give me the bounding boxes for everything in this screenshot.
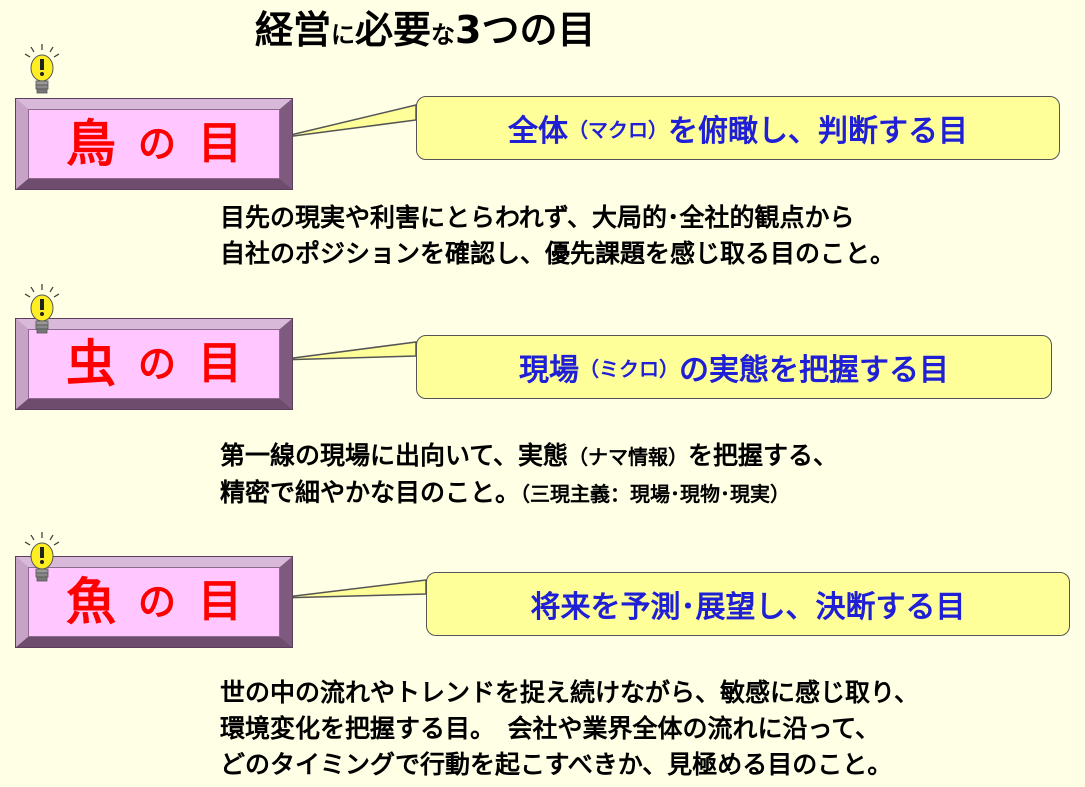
fish-description: 世の中の流れやトレンドを捉え続けながら、敏感に感じ取り、 環境変化を把握する目。… xyxy=(220,675,919,783)
insect-callout: 現場（ミクロ）の実態を把握する目 xyxy=(416,335,1052,399)
bird-kanji: 鳥 xyxy=(65,115,116,173)
insect-desc-1a: 第一線の現場に出向いて、実態 xyxy=(220,441,569,470)
bird-description: 目先の現実や利害にとらわれず、大局的･全社的観点から 自社のポジションを確認し、… xyxy=(220,200,895,272)
title-part-2: に xyxy=(331,21,356,49)
fish-desc-line-1: 世の中の流れやトレンドを捉え続けながら、敏感に感じ取り、 xyxy=(220,678,920,707)
insect-eye-box: 虫 の 目 xyxy=(15,318,293,410)
fish-callout-c: 将来を予測･展望し、決断する目 xyxy=(530,590,966,625)
insect-no: の xyxy=(137,342,176,386)
fish-me: 目 xyxy=(198,576,242,627)
insect-description: 第一線の現場に出向いて、実態（ナマ情報）を把握する、 精密で細やかな目のこと。（… xyxy=(220,438,838,512)
insect-callout-c: の実態を把握する目 xyxy=(679,353,949,388)
insect-desc-line-1: 第一線の現場に出向いて、実態（ナマ情報）を把握する、 xyxy=(220,438,838,475)
callout-tail-insect xyxy=(277,341,417,361)
bird-desc-line-2: 自社のポジションを確認し、優先課題を感じ取る目のこと。 xyxy=(220,239,896,268)
title-part-3: 必要 xyxy=(355,8,432,52)
insect-desc-1b: （ナマ情報） xyxy=(568,445,689,469)
lightbulb-icon xyxy=(24,532,60,582)
fish-eye-face: 魚 の 目 xyxy=(28,567,280,637)
lightbulb-icon xyxy=(24,44,60,94)
title-part-5: 3つの目 xyxy=(455,8,596,52)
insect-desc-1c: を把握する、 xyxy=(688,441,839,470)
insect-callout-a: 現場 xyxy=(519,353,579,388)
insect-desc-2b: （三現主義：現場･現物･現実） xyxy=(520,482,791,506)
bird-desc-line-1: 目先の現実や利害にとらわれず、大局的･全社的観点から xyxy=(220,203,855,232)
page-title: 経営に必要な3つの目 xyxy=(255,0,595,60)
insect-desc-2a: 精密で細やかな目のこと。 xyxy=(220,478,521,507)
fish-desc-line-3: どのタイミングで行動を起こすべきか、見極める目のこと。 xyxy=(220,750,893,779)
insect-callout-b: （ミクロ） xyxy=(579,356,679,381)
bird-callout-a: 全体 xyxy=(508,114,568,149)
bird-no: の xyxy=(137,122,176,166)
insect-kanji: 虫 xyxy=(65,335,116,393)
insect-me: 目 xyxy=(198,338,242,389)
title-part-4: な xyxy=(431,21,456,49)
fish-kanji: 魚 xyxy=(65,573,116,631)
callout-tail-bird xyxy=(277,104,417,139)
fish-eye-box: 魚 の 目 xyxy=(15,556,293,648)
insect-desc-line-2: 精密で細やかな目のこと。（三現主義：現場･現物･現実） xyxy=(220,475,838,512)
insect-eye-face: 虫 の 目 xyxy=(28,329,280,399)
bird-me: 目 xyxy=(198,118,242,169)
bird-callout: 全体（マクロ）を俯瞰し、判断する目 xyxy=(416,96,1060,160)
fish-desc-line-2: 環境変化を把握する目。 会社や業界全体の流れに沿って、 xyxy=(220,714,881,743)
title-part-1: 経営 xyxy=(255,8,332,52)
lightbulb-icon xyxy=(24,284,60,334)
fish-callout: 将来を予測･展望し、決断する目 xyxy=(426,572,1070,636)
bird-callout-c: を俯瞰し、判断する目 xyxy=(668,114,968,149)
callout-tail-fish xyxy=(277,579,427,599)
fish-no: の xyxy=(137,580,176,624)
bird-eye-face: 鳥 の 目 xyxy=(28,109,280,179)
bird-eye-box: 鳥 の 目 xyxy=(15,98,293,190)
bird-callout-b: （マクロ） xyxy=(568,117,668,142)
